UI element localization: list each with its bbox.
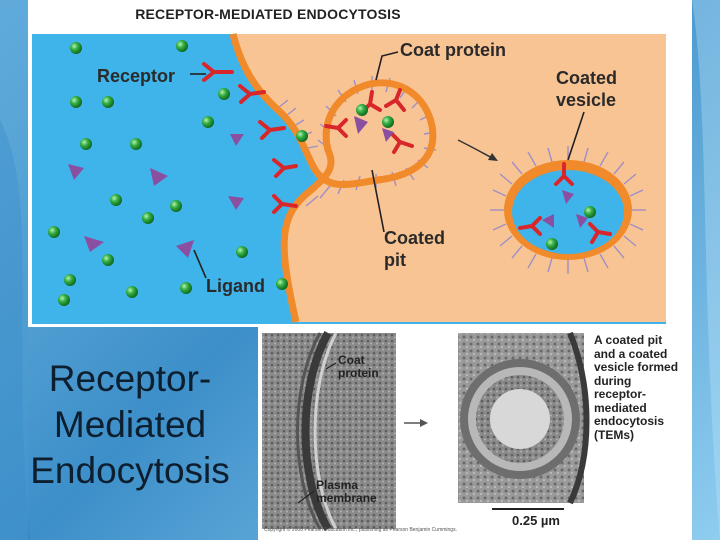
receptors <box>202 62 612 244</box>
coated-pit-label-2: pit <box>384 250 406 270</box>
diagram-title: RECEPTOR-MEDIATED ENDOCYTOSIS <box>135 6 401 22</box>
plasma-membrane <box>229 33 437 323</box>
micrograph-images <box>262 331 590 531</box>
caption-line: receptor- <box>594 387 647 401</box>
slide-title-line-3: Endocytosis <box>30 450 230 491</box>
micrograph-panel: Coat protein Plasma membrane A coated pi… <box>258 327 692 540</box>
copyright-notice: Copyright © 2008 Pearson Education Inc.,… <box>264 527 457 533</box>
micrograph-caption: A coated pit and a coated vesicle formed… <box>594 333 692 442</box>
ligand-spheres <box>48 40 596 306</box>
endocytosis-diagram: RECEPTOR-MEDIATED ENDOCYTOSIS <box>28 0 692 327</box>
tem-plasma-label-2: membrane <box>316 491 377 505</box>
caption-line: and a coated <box>594 346 668 361</box>
tem-coated-pit <box>262 331 396 531</box>
caption-line: endocytosis <box>594 414 665 428</box>
caption-line: during <box>594 373 632 388</box>
coated-vesicle-label-1: Coated <box>556 68 618 88</box>
receptor-label: Receptor <box>97 66 176 86</box>
caption-line: A coated pit <box>594 333 663 347</box>
slide-title: Receptor- Mediated Endocytosis <box>4 356 256 494</box>
slide-title-line-2: Mediated <box>53 404 207 445</box>
diagram-illustration <box>32 33 666 324</box>
scale-label: 0.25 µm <box>512 513 560 528</box>
coated-vesicle-label-2: vesicle <box>556 90 617 110</box>
ligand-label: Ligand <box>206 276 265 296</box>
plasma-pointer <box>297 490 315 504</box>
tem-coated-vesicle <box>458 331 590 505</box>
ligand-triangles <box>68 116 588 258</box>
slide-title-line-1: Receptor- <box>48 358 212 399</box>
caption-line: vesicle formed <box>594 360 679 374</box>
tem-coat-label-1: Coat <box>338 353 365 367</box>
caption-line: (TEMs) <box>594 427 634 442</box>
coat-protein-label: Coat protein <box>400 40 506 60</box>
coat-pointer <box>325 362 337 370</box>
tem-plasma-label-1: Plasma <box>316 478 359 492</box>
caption-line: mediated <box>594 400 647 415</box>
tem-coat-label-2: protein <box>338 366 379 380</box>
coated-pit-label-1: Coated <box>384 228 446 248</box>
pointer-lines <box>190 51 585 279</box>
